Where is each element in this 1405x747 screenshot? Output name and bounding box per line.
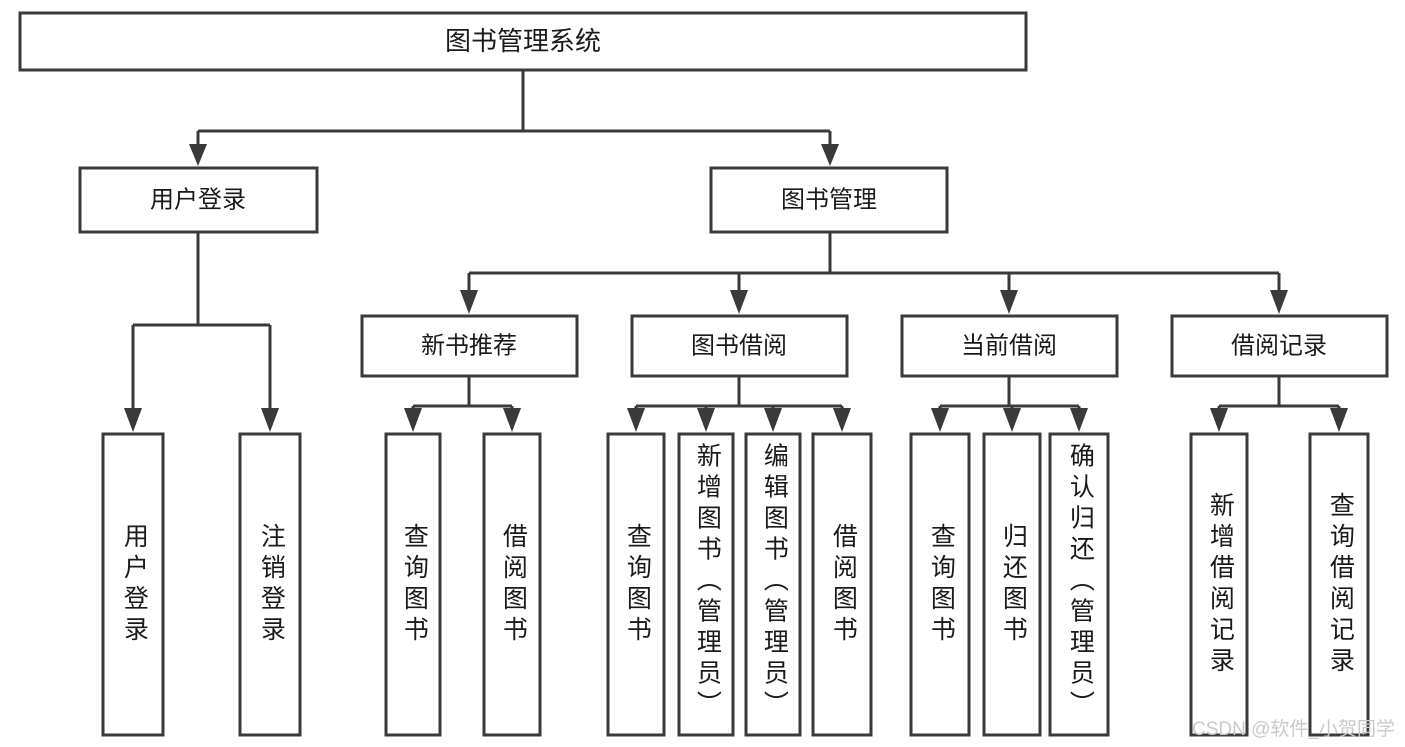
root-label: 图书管理系统: [445, 26, 601, 56]
arrowhead-bb-leaf4: [833, 408, 851, 432]
arrowhead-cb-leaf1: [931, 408, 949, 432]
leaf-bb-add-book-admin[interactable]: 新增图书（管理员）: [677, 432, 735, 737]
leaf-bb-edit-book-admin-box: [744, 432, 802, 737]
arrowhead-new-book-rec: [460, 290, 478, 314]
leaf-cb-confirm-return-admin-box: [1048, 432, 1110, 737]
node-book-borrow[interactable]: 图书借阅: [630, 314, 849, 378]
leaf-user-login-box: [101, 432, 165, 737]
node-user-login[interactable]: 用户登录: [78, 166, 319, 234]
book-borrow-label: 图书借阅: [691, 332, 787, 359]
current-borrow-box: [900, 314, 1119, 378]
leaf-user-login[interactable]: 用户登录: [101, 432, 165, 737]
arrowhead-br-leaf2: [1330, 408, 1348, 432]
leaf-br-add-record[interactable]: 新增借阅记录: [1189, 432, 1249, 737]
leaf-nbr-borrow-book-box: [482, 432, 542, 737]
leaf-logout[interactable]: 注销登录: [238, 432, 302, 737]
leaf-br-query-record-label: 查询借阅记录: [1326, 492, 1355, 678]
leaf-user-login-label: 用户登录: [120, 523, 149, 647]
arrowhead-book-mgmt: [821, 144, 839, 166]
arrowhead-book-borrow: [730, 290, 748, 314]
book-management-box: [709, 166, 949, 234]
leaf-cb-query-book-label: 查询图书: [927, 523, 956, 647]
arrowhead-borrow-record: [1270, 290, 1288, 314]
leaf-bb-borrow-book-box: [811, 432, 873, 737]
book-management-label: 图书管理: [781, 186, 877, 213]
leaf-logout-label: 注销登录: [257, 523, 286, 647]
book-borrow-box: [630, 314, 849, 378]
borrow-record-box: [1170, 314, 1389, 378]
arrowhead-nbr-leaf2: [503, 408, 521, 432]
leaf-cb-query-book-box: [909, 432, 971, 737]
leaf-cb-return-book[interactable]: 归还图书: [982, 432, 1042, 737]
leaf-logout-box: [238, 432, 302, 737]
leaf-cb-confirm-return-admin-label: 确认归还（管理员）: [1066, 443, 1095, 722]
node-current-borrow[interactable]: 当前借阅: [900, 314, 1119, 378]
user-login-label: 用户登录: [150, 186, 246, 213]
arrowhead-bb-leaf1: [627, 408, 645, 432]
leaf-cb-return-book-box: [982, 432, 1042, 737]
new-book-recommend-box: [360, 314, 579, 378]
leaf-nbr-borrow-book[interactable]: 借阅图书: [482, 432, 542, 737]
arrowhead-leaf-logout: [261, 408, 279, 432]
leaf-cb-confirm-return-admin[interactable]: 确认归还（管理员）: [1048, 432, 1110, 737]
node-root-system[interactable]: 图书管理系统: [18, 11, 1028, 72]
leaf-bb-query-book[interactable]: 查询图书: [606, 432, 666, 737]
arrowhead-bb-leaf2: [697, 408, 715, 432]
leaf-bb-add-book-admin-label: 新增图书（管理员）: [693, 443, 722, 722]
current-borrow-label: 当前借阅: [961, 332, 1057, 359]
leaf-bb-query-book-box: [606, 432, 666, 737]
borrow-record-label: 借阅记录: [1231, 332, 1327, 359]
leaf-br-add-record-box: [1189, 432, 1249, 737]
leaf-cb-query-book[interactable]: 查询图书: [909, 432, 971, 737]
node-new-book-recommend[interactable]: 新书推荐: [360, 314, 579, 378]
new-book-recommend-label: 新书推荐: [421, 332, 517, 359]
leaf-bb-borrow-book[interactable]: 借阅图书: [811, 432, 873, 737]
arrowhead-bb-leaf3: [764, 408, 782, 432]
arrowhead-br-leaf1: [1210, 408, 1228, 432]
leaf-bb-borrow-book-label: 借阅图书: [829, 523, 858, 647]
connector-layer: [124, 70, 1348, 432]
arrowhead-cb-leaf2: [1003, 408, 1021, 432]
leaf-br-add-record-label: 新增借阅记录: [1206, 492, 1235, 678]
leaf-bb-add-book-admin-box: [677, 432, 735, 737]
arrowhead-cb-leaf3: [1070, 408, 1088, 432]
node-book-management[interactable]: 图书管理: [709, 166, 949, 234]
leaf-nbr-borrow-book-label: 借阅图书: [499, 523, 528, 647]
leaf-nbr-query-book-label: 查询图书: [400, 523, 429, 647]
arrowhead-user-login: [189, 144, 207, 166]
leaf-bb-edit-book-admin-label: 编辑图书（管理员）: [760, 443, 789, 722]
root-box: [18, 11, 1028, 72]
node-borrow-record[interactable]: 借阅记录: [1170, 314, 1389, 378]
arrowhead-nbr-leaf1: [404, 408, 422, 432]
leaf-br-query-record-box: [1308, 432, 1370, 737]
arrowhead-current-borrow: [1000, 290, 1018, 314]
arrowhead-leaf-user-login: [124, 408, 142, 432]
leaf-cb-return-book-label: 归还图书: [999, 523, 1028, 647]
leaf-bb-edit-book-admin[interactable]: 编辑图书（管理员）: [744, 432, 802, 737]
leaf-br-query-record[interactable]: 查询借阅记录: [1308, 432, 1370, 737]
leaf-bb-query-book-label: 查询图书: [623, 523, 652, 647]
leaf-nbr-query-book-box: [384, 432, 442, 737]
leaf-nbr-query-book[interactable]: 查询图书: [384, 432, 442, 737]
user-login-box: [78, 166, 319, 234]
